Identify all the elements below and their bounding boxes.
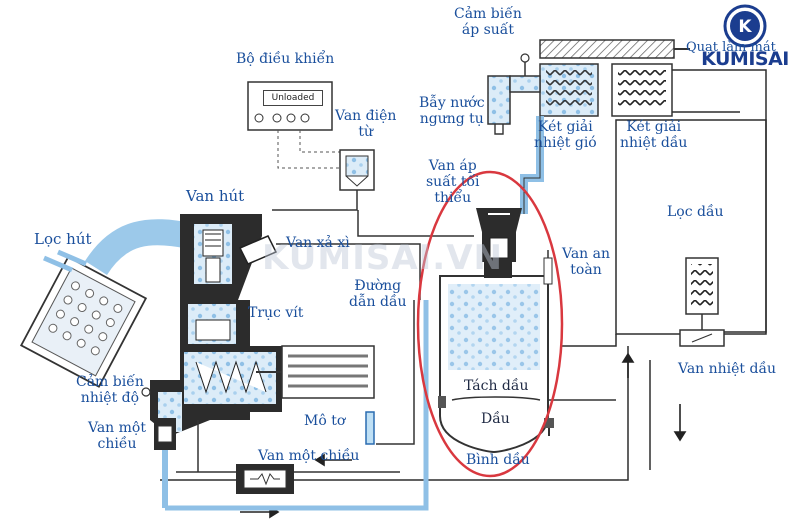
thermo-valve <box>679 329 725 347</box>
oil-tank-highlight <box>416 170 564 478</box>
pressure-gauge-icon <box>520 53 530 63</box>
k-logo-icon: K <box>723 4 767 48</box>
oil-cooler <box>611 63 673 117</box>
oil-tank <box>438 208 616 454</box>
left-check-valve <box>154 418 176 508</box>
oil-tank-label: Bình dầu <box>466 452 530 468</box>
trap-piping <box>487 53 541 135</box>
screw-rotor <box>195 360 267 394</box>
bottom-check-valve-label: Van một chiều <box>258 448 360 464</box>
oil-filter <box>685 257 719 332</box>
air-piping <box>520 116 544 214</box>
oil-label: Dầu <box>481 411 510 427</box>
screw-housing <box>150 300 282 436</box>
air-cooler <box>539 63 599 117</box>
bottom-piping <box>165 210 474 511</box>
brand-name: KUMISAI <box>701 48 789 70</box>
fan-label: Quạt làm mát <box>686 40 776 55</box>
temperature-gauge-icon <box>141 387 151 397</box>
solenoid-valve <box>272 149 375 211</box>
screw-label: Trục vít <box>248 305 304 321</box>
intake-filter <box>19 249 148 388</box>
separator-label: Tách dầu <box>464 378 529 394</box>
bottom-check-valve <box>236 464 294 494</box>
oil-filter-label: Lọc dầu <box>667 204 724 220</box>
controller-label: Bộ điều khiển <box>236 51 335 67</box>
watermark: KUMISAI.VN <box>262 238 503 278</box>
intake-valve-label: Van hút <box>186 187 245 205</box>
brand-logo: K KUMISAI <box>692 2 798 72</box>
svg-text:K: K <box>738 17 752 37</box>
intake-valve <box>180 214 262 300</box>
motor <box>256 345 375 445</box>
blowdown-valve-label: Van xả xì <box>286 235 350 251</box>
intake-filter-label: Lọc hút <box>34 230 92 248</box>
motor-label: Mô tơ <box>304 413 346 429</box>
cooling-fan <box>539 39 690 59</box>
thermo-valve-label: Van nhiệt dầu <box>678 361 777 377</box>
controller-display: Unloaded <box>263 90 323 106</box>
